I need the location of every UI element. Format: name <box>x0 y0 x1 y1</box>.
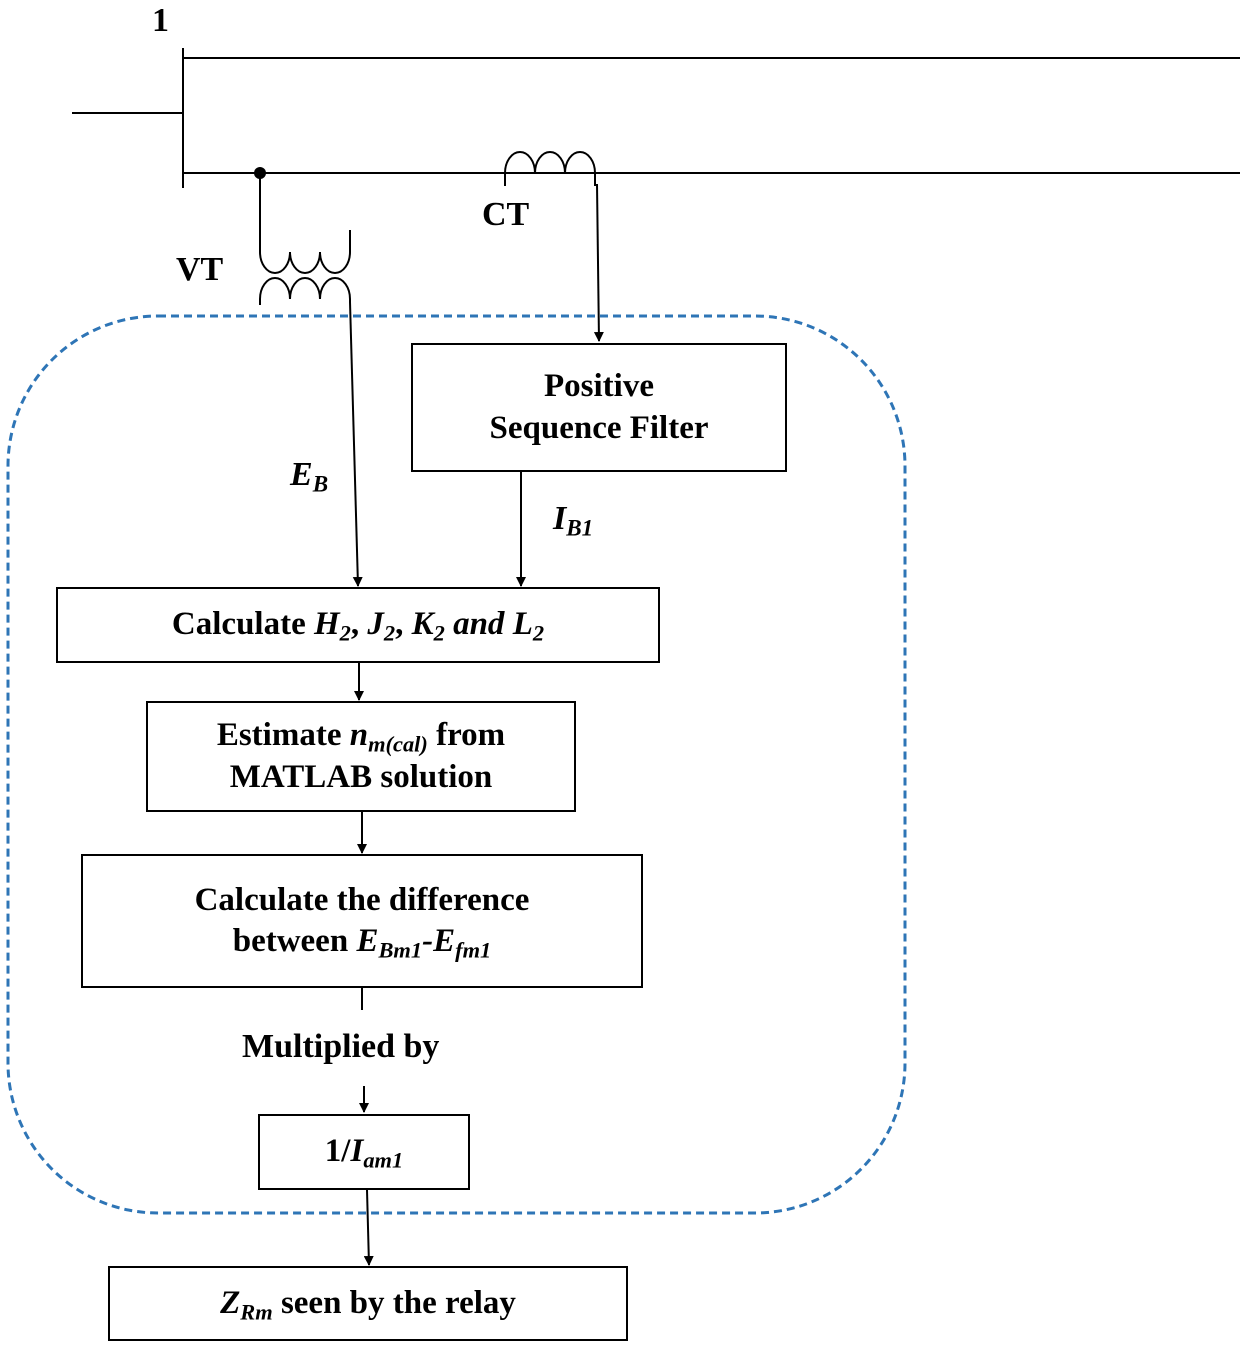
estimate-nm-box: Estimate nm(cal) from MATLAB solution <box>146 701 576 812</box>
ib1-signal-label: IB1 <box>553 500 594 542</box>
calculate-coefficients-box: Calculate H2, J2, K2 and L2 <box>56 587 660 663</box>
estimate-line-1: Estimate nm(cal) from <box>216 717 506 757</box>
ct-signal-line <box>593 183 604 342</box>
filter-line-2: Sequence Filter <box>489 409 709 446</box>
ct-winding <box>504 151 596 186</box>
inverse-current-box: 1/Iam1 <box>258 1114 470 1190</box>
difference-line-2: between EBm1-Efm1 <box>232 923 492 963</box>
multiplied-by-label: Multiplied by <box>242 1028 440 1065</box>
relay-impedance-result-text: ZRm seen by the relay <box>220 1284 516 1325</box>
eb-signal-label: EB <box>290 456 329 498</box>
eb-signal-line <box>349 301 363 587</box>
difference-line-1: Calculate the difference <box>194 881 530 918</box>
vt-secondary-winding <box>259 277 351 305</box>
calculate-coefficients-text: Calculate H2, J2, K2 and L2 <box>171 606 545 646</box>
ct-label: CT <box>482 196 530 233</box>
positive-sequence-filter-box: Positive Sequence Filter <box>411 343 787 472</box>
estimate-line-2: MATLAB solution <box>229 758 493 795</box>
arrow-inverse-to-result <box>363 1189 374 1266</box>
relay-impedance-result-box: ZRm seen by the relay <box>108 1266 628 1341</box>
inverse-current-text: 1/Iam1 <box>324 1133 404 1173</box>
filter-line-1: Positive <box>544 368 654 405</box>
calculate-difference-box: Calculate the difference between EBm1-Ef… <box>81 854 643 988</box>
vt-primary-winding <box>259 173 351 274</box>
vt-label: VT <box>176 251 224 288</box>
relay-boundary <box>6 314 907 1215</box>
bus-number-label: 1 <box>152 2 169 39</box>
